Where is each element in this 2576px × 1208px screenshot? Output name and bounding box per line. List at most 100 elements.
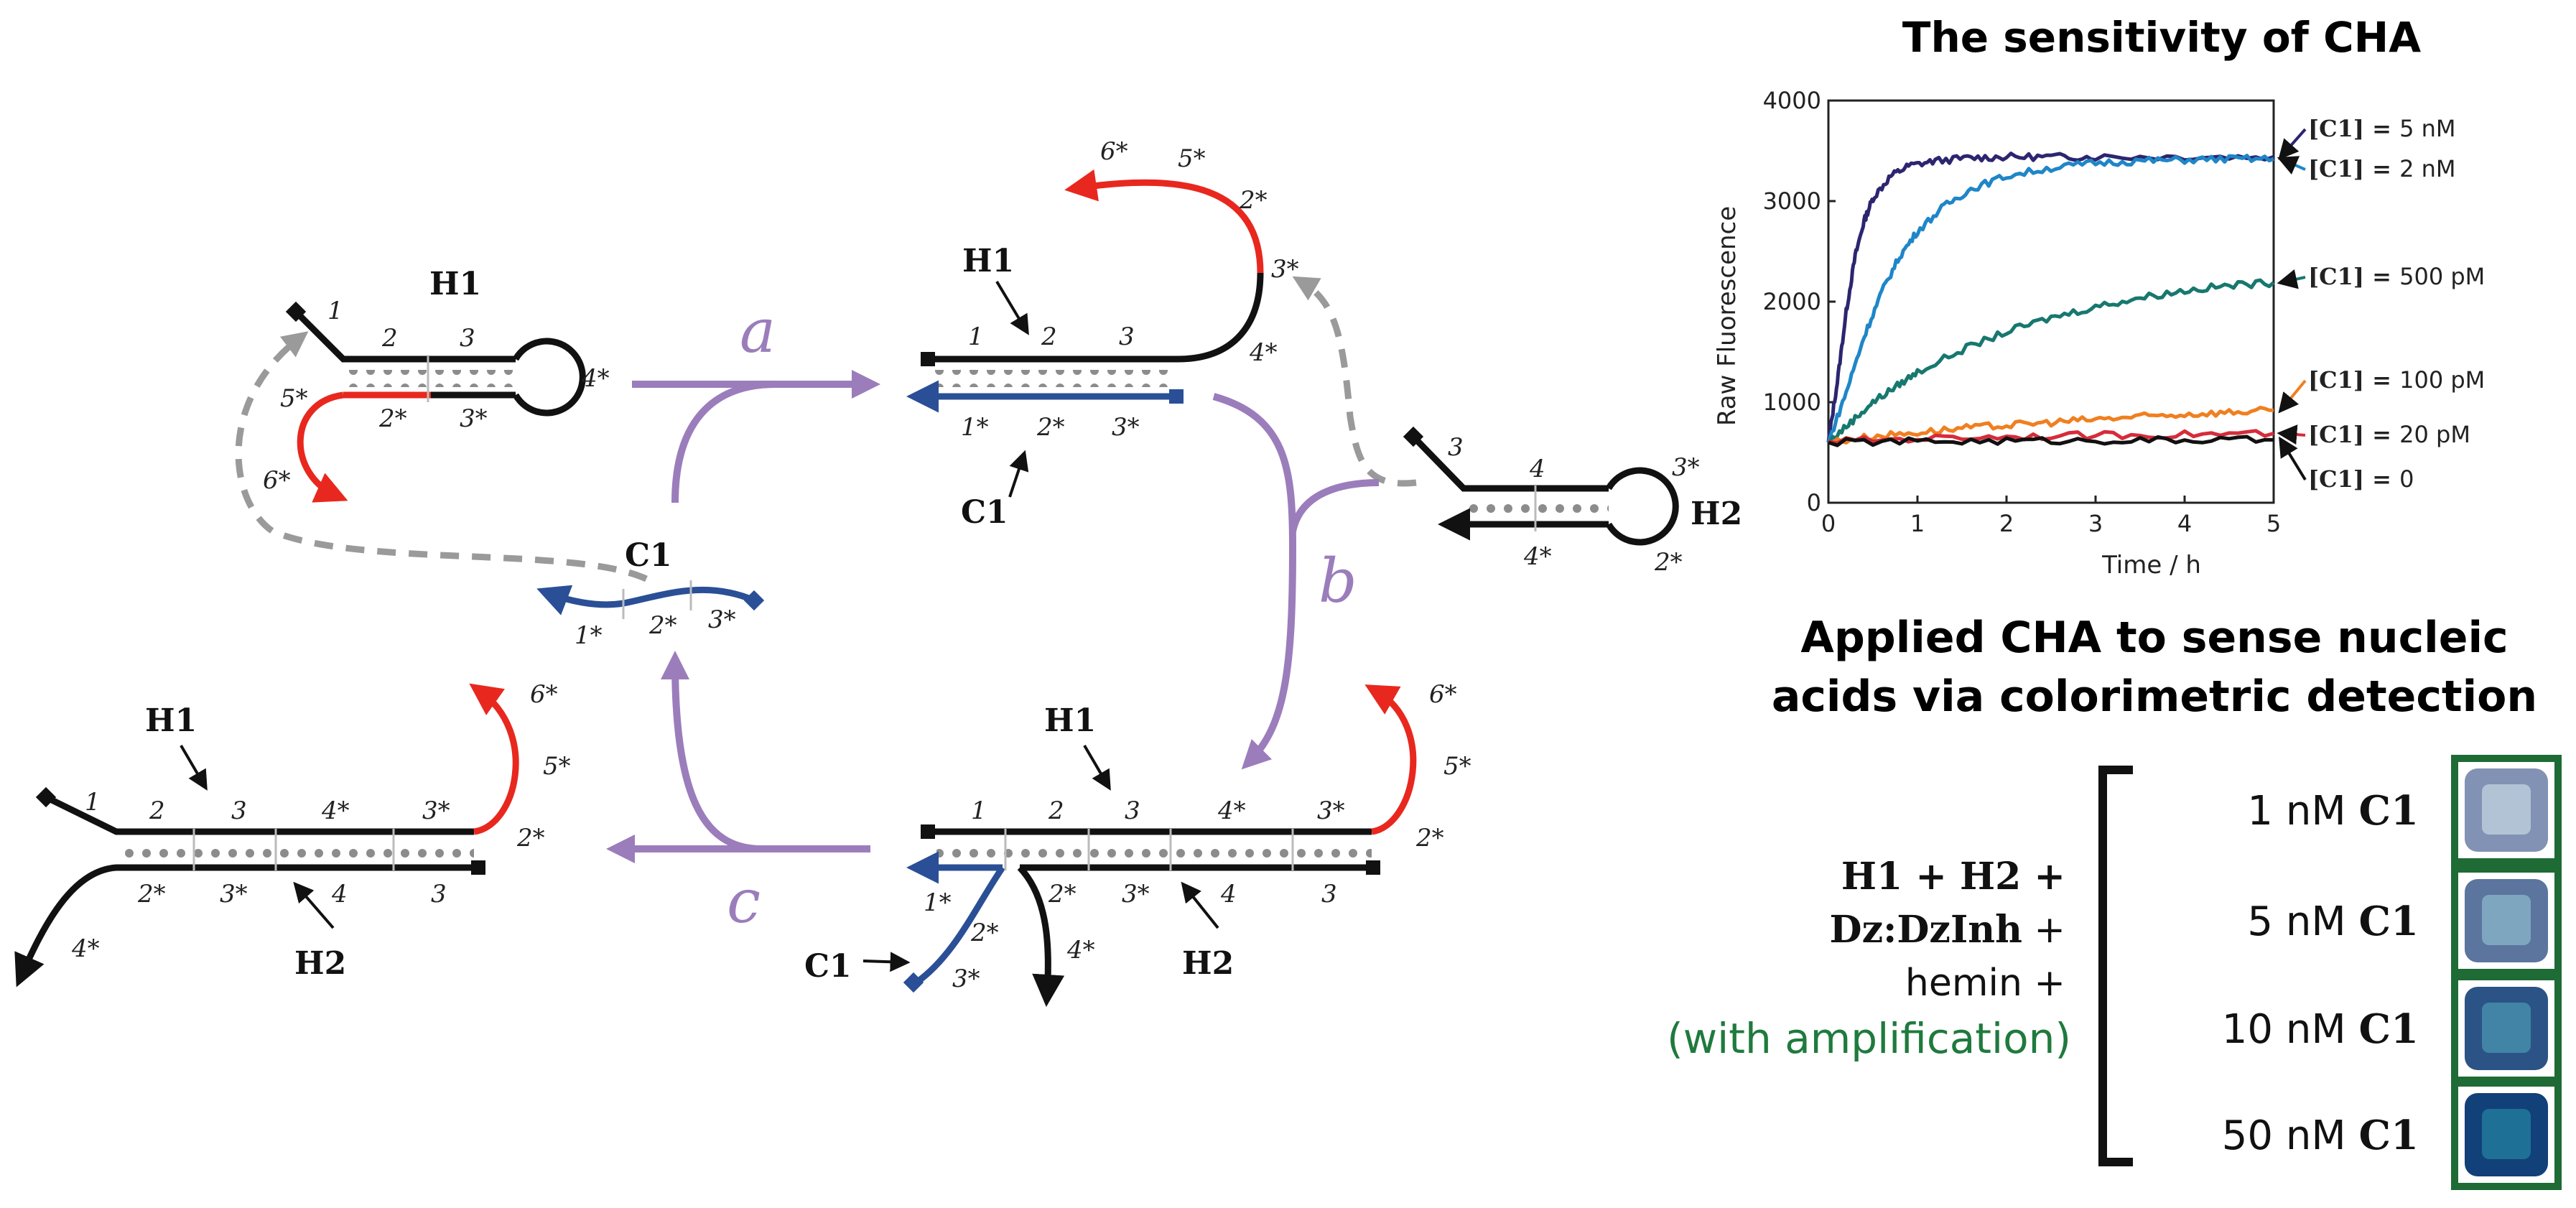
mixture-line2: Dz:DzInh + — [1830, 908, 2066, 952]
mechanism-diagram: H1 1 2 3 4* 5* 2* 3* 6* a H1 — [14, 137, 1742, 1007]
domain-3s: 3* — [220, 880, 248, 909]
well-label-1: 1 nM C1 — [2247, 787, 2419, 835]
domain-6s: 6* — [1100, 137, 1128, 166]
legend-label-100-pM: [C1] = 100 pM — [2308, 366, 2485, 394]
series-line-20-pM — [1828, 429, 2274, 445]
step-b-arrow: b — [1212, 393, 1380, 770]
well-center — [2482, 1003, 2531, 1053]
x-tick-label: 0 — [1821, 510, 1836, 537]
well-c1-label: C1 — [2358, 1005, 2419, 1053]
domain-3s: 3* — [1112, 413, 1140, 442]
legend-prefix: [C1] = — [2308, 421, 2399, 448]
domain-3: 3 — [1448, 433, 1464, 462]
chart-x-axis-label: Time / h — [2101, 551, 2201, 580]
domain-3: 3 — [431, 880, 447, 909]
domain-2s: 2* — [1415, 824, 1444, 852]
mixture-dz-label: Dz:DzInh — [1830, 908, 2022, 952]
c1-catalyst: C1 1* 2* 3* — [536, 537, 765, 650]
domain-2s: 2* — [516, 824, 545, 852]
step-c-arrow: c — [606, 651, 870, 937]
well-label-4: 50 nM C1 — [2222, 1112, 2419, 1159]
domain-1: 1 — [971, 796, 987, 825]
domain-2s: 2* — [1036, 413, 1065, 442]
step-c-label: c — [727, 866, 761, 937]
legend-pointer — [2278, 379, 2307, 414]
domain-5s: 5* — [1443, 752, 1471, 781]
step-a-arrow: a — [632, 296, 880, 503]
domain-3: 3 — [231, 796, 247, 825]
domain-6s: 6* — [263, 466, 291, 495]
y-tick-label: 0 — [1807, 489, 1821, 516]
domain-2s: 2* — [1654, 548, 1683, 577]
series-line-100-pM — [1828, 406, 2274, 445]
c1-label-bottom-center: C1 — [804, 948, 852, 985]
chart-title: The sensitivity of CHA — [1902, 13, 2421, 62]
domain-1s: 1* — [575, 621, 603, 650]
step-a-label: a — [740, 296, 776, 366]
series-line-500-pM — [1827, 278, 2275, 444]
h2-label-bottom-left: H2 — [294, 945, 346, 982]
legend-pointer — [2277, 156, 2306, 175]
x-tick-label: 2 — [1999, 510, 2014, 537]
domain-1: 1 — [85, 788, 101, 817]
chart-y-axis-label: Raw Fluorescence — [1713, 206, 1742, 426]
domain-4s: 4* — [1066, 936, 1095, 965]
bracket — [2098, 766, 2133, 1166]
well-label-2: 5 nM C1 — [2247, 898, 2419, 945]
domain-4s: 4* — [1523, 542, 1552, 571]
legend-value: 500 pM — [2399, 263, 2485, 290]
well-amount: 5 nM — [2247, 898, 2358, 945]
series-line-5-nM — [1826, 152, 2274, 443]
domain-3s: 3* — [1271, 255, 1299, 284]
well-center — [2482, 1109, 2531, 1159]
domain-1s: 1* — [924, 888, 952, 917]
domain-4s: 4* — [1249, 338, 1278, 367]
domain-5s: 5* — [1178, 144, 1206, 173]
domain-3: 3 — [1119, 322, 1135, 351]
domain-2: 2 — [1041, 322, 1057, 351]
domain-3s: 3* — [1317, 796, 1345, 825]
domain-4s: 4* — [321, 796, 350, 825]
well-amount: 1 nM — [2247, 788, 2358, 835]
legend-value: 5 nM — [2399, 115, 2455, 142]
step-b-label: b — [1319, 546, 1357, 616]
legend-prefix: [C1] = — [2308, 465, 2399, 493]
h2-label-bottom-center: H2 — [1182, 945, 1234, 982]
domain-3s: 3* — [708, 605, 736, 634]
domain-2s: 2* — [137, 880, 166, 909]
domain-3: 3 — [460, 324, 475, 353]
domain-4s: 4* — [581, 364, 610, 393]
domain-2s: 2* — [378, 404, 407, 433]
well-c1-label: C1 — [2358, 898, 2419, 945]
well-center — [2482, 895, 2531, 945]
legend-label-500-pM: [C1] = 500 pM — [2308, 263, 2485, 290]
legend-label-20-pM: [C1] = 20 pM — [2308, 421, 2470, 448]
domain-3s: 3* — [952, 965, 980, 993]
domain-3s: 3* — [1122, 880, 1150, 909]
h1-h2-duplex: H1 1 2 3 4* 3* 6* 5* 2* 2* 3* 4 3 4* H2 — [14, 680, 571, 988]
x-tick-label: 5 — [2266, 510, 2281, 537]
legend-prefix: [C1] = — [2308, 263, 2399, 290]
x-tick-label: 3 — [2088, 510, 2103, 537]
legend-label-0: [C1] = 0 — [2308, 465, 2414, 493]
mixture-plus: + — [2022, 909, 2065, 952]
h1-label-bottom-left: H1 — [145, 702, 197, 739]
mixture-line3: hemin + — [1905, 962, 2065, 1005]
colorimetric-title-line1: Applied CHA to sense nucleic — [1800, 613, 2508, 663]
domain-4: 4 — [1529, 455, 1545, 483]
domain-2s: 2* — [970, 919, 999, 947]
legend-label-2-nM: [C1] = 2 nM — [2308, 155, 2456, 182]
domain-4: 4 — [331, 880, 348, 909]
h1-c1-complex: H1 1 2 3 4* 3* 2* 5* 6* 1* 2* 3* C1 — [906, 137, 1299, 531]
well-amount: 10 nM — [2222, 1006, 2359, 1053]
series-line-2-nM — [1826, 154, 2274, 443]
x-tick-label: 1 — [1910, 510, 1925, 537]
x-tick-label: 4 — [2177, 510, 2192, 537]
well-label-3: 10 nM C1 — [2222, 1005, 2419, 1053]
y-tick-label: 3000 — [1763, 187, 1821, 215]
domain-1: 1 — [327, 297, 343, 325]
colorimetric-panel: Applied CHA to sense nucleic acids via c… — [1667, 613, 2562, 1190]
well-center — [2482, 784, 2531, 835]
legend-value: 2 nM — [2399, 155, 2455, 182]
